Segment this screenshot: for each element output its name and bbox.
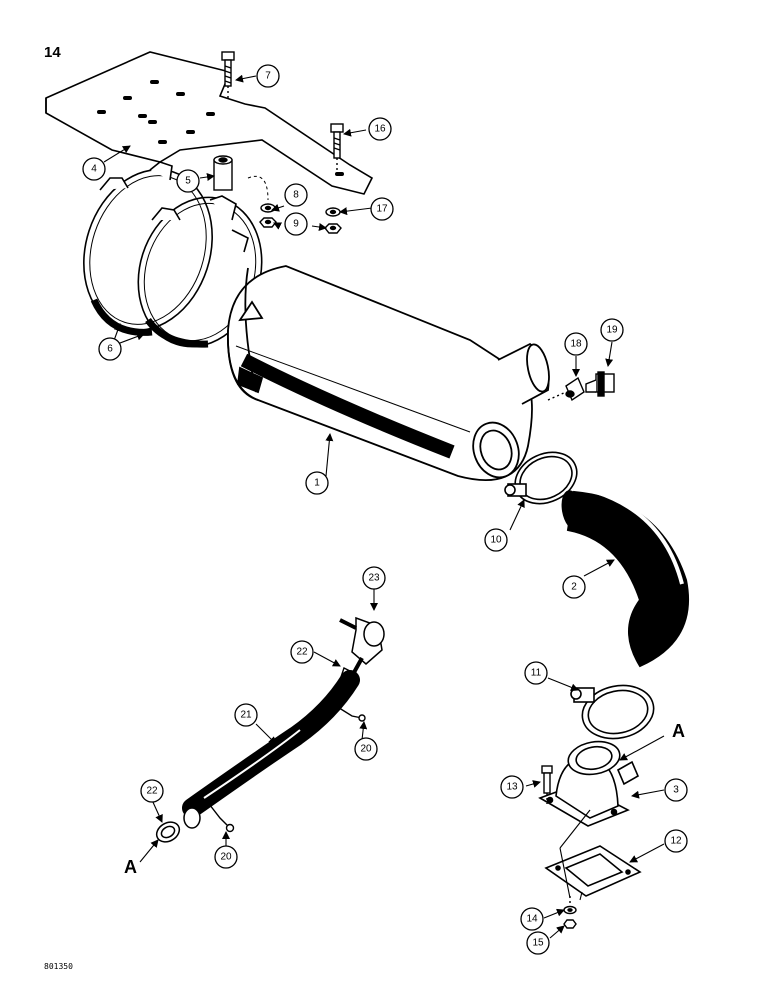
callout-20-lower-label: 20 xyxy=(220,852,232,863)
callout-16: 16 xyxy=(368,117,392,141)
callout-22-upper-label: 22 xyxy=(296,647,308,658)
callout-1-label: 1 xyxy=(314,478,320,489)
callout-1: 1 xyxy=(305,471,329,495)
callout-13: 13 xyxy=(500,775,524,799)
callout-13-label: 13 xyxy=(506,782,518,793)
gasket-12 xyxy=(544,845,642,897)
callout-9-label: 9 xyxy=(293,219,299,230)
callout-18: 18 xyxy=(564,332,588,356)
figure-id: 801350 xyxy=(44,962,73,971)
callout-15-label: 15 xyxy=(532,938,544,949)
callout-18-label: 18 xyxy=(570,339,582,350)
callout-4-label: 4 xyxy=(91,164,97,175)
clamp-22-bottom xyxy=(155,821,181,843)
callout-19-label: 19 xyxy=(606,325,618,336)
hose-clips-20 xyxy=(205,705,366,833)
callout-23: 23 xyxy=(362,566,386,590)
fitting-18 xyxy=(547,376,585,402)
callout-2: 2 xyxy=(562,575,586,599)
callout-14: 14 xyxy=(520,907,544,931)
callout-7-label: 7 xyxy=(265,71,271,82)
elbow-fitting-23 xyxy=(339,616,385,677)
callout-11-label: 11 xyxy=(531,668,542,679)
callout-4: 4 xyxy=(82,157,106,181)
callout-3-label: 3 xyxy=(673,785,679,796)
callout-5: 5 xyxy=(176,169,200,193)
callout-15: 15 xyxy=(526,931,550,955)
callout-17-label: 17 xyxy=(376,204,388,215)
callout-21-label: 21 xyxy=(240,710,252,721)
callout-23-label: 23 xyxy=(368,573,380,584)
callout-10: 10 xyxy=(484,528,508,552)
callout-22-lower-label: 22 xyxy=(146,786,158,797)
air-cleaner-housing xyxy=(227,265,550,481)
callout-11: 11 xyxy=(524,661,548,685)
callout-3: 3 xyxy=(664,778,688,802)
callout-20-upper-label: 20 xyxy=(360,744,372,755)
callout-7: 7 xyxy=(256,64,280,88)
callout-14-label: 14 xyxy=(526,914,538,925)
callout-12: 12 xyxy=(664,829,688,853)
callout-6-label: 6 xyxy=(107,344,113,355)
hose-clamp-11 xyxy=(570,684,655,740)
callout-2-label: 2 xyxy=(571,582,577,593)
callout-21: 21 xyxy=(234,703,258,727)
callout-10-label: 10 xyxy=(490,535,502,546)
bolt-16 xyxy=(330,123,344,172)
callout-9: 9 xyxy=(284,212,308,236)
callout-22-upper: 22 xyxy=(290,640,314,664)
reference-marker-a-top: A xyxy=(672,721,685,741)
callout-17: 17 xyxy=(370,197,394,221)
spacer-5 xyxy=(213,155,233,191)
callout-22-lower: 22 xyxy=(140,779,164,803)
inlet-adapter xyxy=(538,740,640,827)
page-number: 14 xyxy=(44,44,61,61)
hose-21 xyxy=(182,670,360,829)
callout-20-upper: 20 xyxy=(354,737,378,761)
callout-8-label: 8 xyxy=(293,190,299,201)
leader-lines xyxy=(103,74,665,939)
reference-marker-a-bottom: A xyxy=(124,857,137,877)
restriction-indicator-19 xyxy=(585,371,615,397)
washer-nut-14-15 xyxy=(563,896,577,929)
callout-8: 8 xyxy=(284,183,308,207)
callout-6: 6 xyxy=(98,337,122,361)
elbow-hose xyxy=(561,490,690,668)
bolt-13 xyxy=(541,765,553,804)
callout-5-label: 5 xyxy=(185,176,191,187)
callout-19: 19 xyxy=(600,318,624,342)
callout-16-label: 16 xyxy=(374,124,386,135)
callout-20-lower: 20 xyxy=(214,845,238,869)
hose-clamp-10 xyxy=(504,451,578,505)
bolt-7 xyxy=(221,51,235,100)
callout-12-label: 12 xyxy=(670,836,682,847)
